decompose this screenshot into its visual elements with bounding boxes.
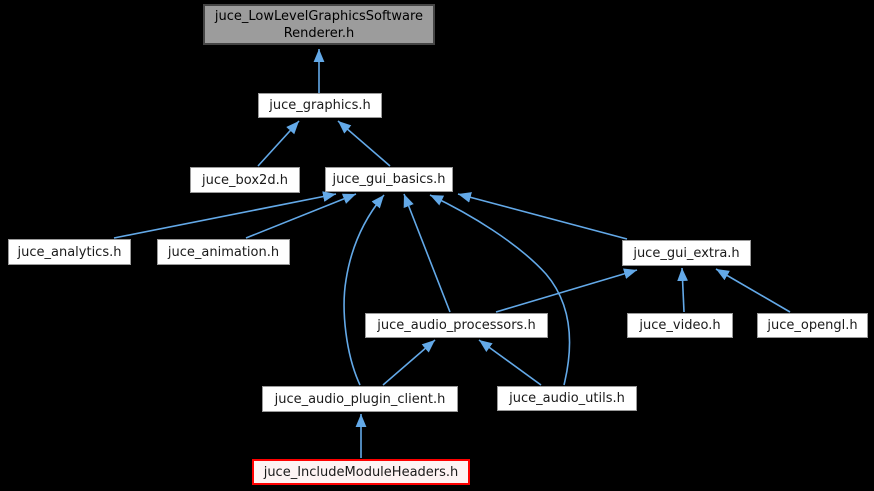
edge-guibasics-to-graphics <box>337 120 391 167</box>
node-juce_video.h[interactable]: juce_video.h <box>627 313 733 338</box>
edge-guiextra-to-guibasics <box>457 192 628 240</box>
node-juce_opengl.h[interactable]: juce_opengl.h <box>757 313 868 338</box>
edge-analytics-to-guibasics <box>113 191 337 239</box>
edge-audiopluginclient-to-guibasics <box>343 194 385 386</box>
node-juce_graphics.h[interactable]: juce_graphics.h <box>258 93 382 118</box>
node-juce_audio_processors.h[interactable]: juce_audio_processors.h <box>365 313 548 338</box>
node-juce_audio_utils.h[interactable]: juce_audio_utils.h <box>497 386 637 411</box>
node-juce_gui_extra.h[interactable]: juce_gui_extra.h <box>622 240 751 266</box>
node-juce_audio_plugin_client.h[interactable]: juce_audio_plugin_client.h <box>262 386 458 412</box>
edge-audioprocessors-to-guibasics <box>403 193 451 313</box>
node-label-line1: juce_LowLevelGraphicsSoftware <box>214 8 424 24</box>
node-juce_box2d.h[interactable]: juce_box2d.h <box>190 167 300 193</box>
edge-audioutils-to-guibasics <box>429 194 571 386</box>
edge-box2d-to-graphics <box>257 120 300 167</box>
node-label-line2: Renderer.h <box>283 25 355 41</box>
node-juce_analytics.h[interactable]: juce_analytics.h <box>8 239 131 265</box>
edge-video-to-guiextra <box>677 267 689 313</box>
edge-audioprocessors-to-guiextra <box>495 268 638 313</box>
node-juce_animation.h[interactable]: juce_animation.h <box>157 239 290 265</box>
node-juce_gui_basics.h[interactable]: juce_gui_basics.h <box>325 167 453 192</box>
edge-opengl-to-guiextra <box>715 268 791 313</box>
node-juce_LowLevelGraphicsSoftwareRenderer.h: juce_LowLevelGraphicsSoftware Renderer.h <box>203 4 435 45</box>
edge-animation-to-guibasics <box>245 193 357 239</box>
node-juce_IncludeModuleHeaders.h[interactable]: juce_IncludeModuleHeaders.h <box>252 459 470 485</box>
edge-audioutils-to-audioprocessors <box>478 339 542 386</box>
edge-audiopluginclient-to-audioprocessors <box>382 339 436 386</box>
